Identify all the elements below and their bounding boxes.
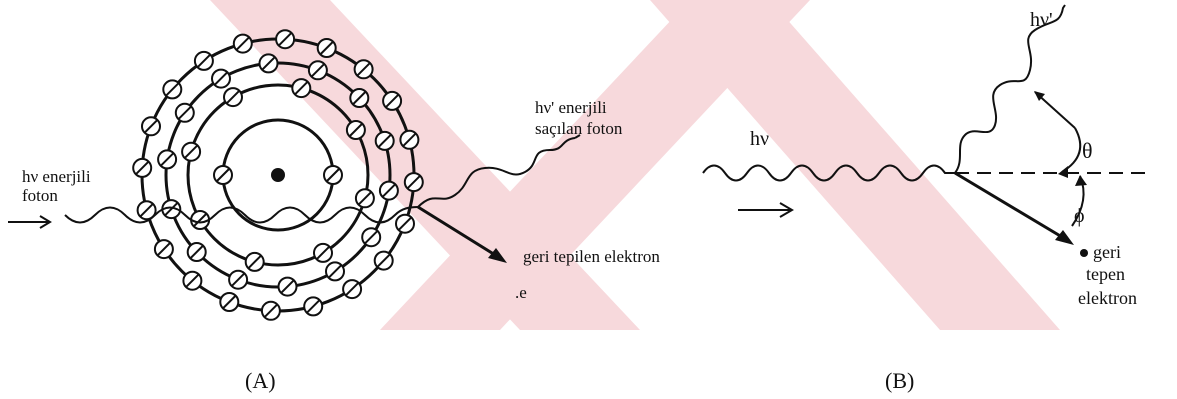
orbit-electron-stroke [157, 242, 171, 256]
orbit-electron-stroke [236, 36, 250, 51]
orbit-electron-stroke [385, 94, 399, 108]
orbit-electron-stroke [193, 213, 207, 227]
orbit-electron-stroke [311, 63, 325, 78]
orbit-electron-stroke [352, 91, 367, 105]
orbit-electron-stroke [164, 202, 179, 216]
orbit-electron-stroke [280, 279, 295, 294]
theta-arc-leader [1034, 91, 1076, 129]
orbit-electrons [132, 29, 424, 321]
orbit-electron-stroke [402, 133, 417, 147]
scattered-photon-wave-a [417, 137, 576, 208]
incoming-photon-label-b: hν [750, 128, 769, 150]
incoming-arrow-b-head [779, 202, 794, 218]
orbit-electron-stroke [222, 295, 237, 309]
orbit-electron-stroke [184, 144, 198, 159]
orbit-electron-stroke [358, 191, 372, 206]
orbit-electron-stroke [345, 282, 359, 296]
orbit-electron-stroke [216, 168, 230, 182]
orbit-electron-stroke [185, 273, 200, 288]
scattered-photon-label-b: hν' [1030, 9, 1053, 31]
orbit-electron-stroke [398, 216, 412, 231]
orbit-electron-stroke [319, 41, 334, 55]
orbit-electron-stroke [165, 82, 180, 97]
recoil-electron-label-b-3: elektron [1078, 288, 1137, 308]
orbit-electron-stroke [328, 264, 342, 279]
phi-label: ϕ [1074, 205, 1085, 227]
caption-b: (B) [885, 368, 914, 393]
orbit-electron-stroke [261, 56, 276, 71]
orbit-electron-stroke [377, 134, 392, 148]
electron-shell-2 [186, 83, 370, 267]
panel-a [8, 29, 581, 321]
orbit-electron-stroke [356, 62, 371, 77]
recoil-electron-label-a: geri tepilen elektron [523, 247, 660, 266]
watermark [210, 0, 1060, 330]
panel-b [702, 4, 1145, 257]
theta-arc [1061, 127, 1082, 173]
orbit-electron-stroke [214, 71, 228, 86]
orbit-electron-stroke [376, 253, 391, 268]
orbit-electron-stroke [294, 81, 309, 95]
nucleus [271, 168, 285, 182]
recoil-electron-dot [1080, 249, 1088, 257]
scattered-photon-label-a: hν' enerjili [535, 98, 607, 117]
orbit-electron-stroke [197, 54, 211, 68]
incoming-arrow-a-head [39, 215, 52, 229]
orbit-electron-stroke [326, 168, 340, 182]
scattered-photon-wave-b [954, 4, 1066, 174]
recoil-electron-arrowhead-b [1055, 230, 1074, 245]
orbit-electron-stroke [306, 299, 320, 314]
scattered-label-leader [574, 134, 581, 139]
recoil-electron-arrowhead-a [488, 248, 507, 263]
theta-arc-leader-head [1034, 91, 1045, 101]
orbit-electron-stroke [247, 255, 262, 269]
recoil-electron-label-b-2: tepen [1086, 264, 1125, 284]
orbit-electron-stroke [189, 245, 204, 259]
orbit-electron-stroke [160, 152, 174, 167]
orbit-electron-stroke [139, 203, 154, 217]
orbit-electron-stroke [226, 90, 240, 104]
orbit-electron-stroke [278, 32, 292, 46]
orbit-electron-stroke [349, 123, 363, 137]
incoming-photon-wave-a [64, 206, 419, 224]
recoil-electron-track-a [417, 205, 501, 260]
orbit-electron-stroke [316, 246, 330, 260]
orbit-electron-stroke [407, 175, 421, 189]
orbit-electron-stroke [264, 304, 278, 318]
orbit-electron-stroke [178, 106, 192, 120]
orbit-electron-stroke [144, 119, 158, 134]
orbit-electron-stroke [382, 183, 396, 198]
scattered-photon-label-a-2: saçılan foton [535, 119, 623, 138]
phi-arc-arrowhead [1075, 175, 1087, 186]
incoming-photon-label-a-2: foton [22, 186, 58, 205]
theta-label: θ [1082, 138, 1093, 163]
caption-a: (A) [245, 368, 276, 393]
theta-arc-arrowhead [1058, 166, 1068, 178]
incoming-photon-wave-b [702, 164, 955, 182]
incoming-photon-label-a: hν enerjili [22, 167, 91, 186]
electron-symbol-a: .e [515, 283, 527, 302]
recoil-electron-track-b [954, 171, 1068, 242]
orbit-electron-stroke [135, 161, 149, 175]
orbit-electron-stroke [231, 272, 245, 287]
recoil-electron-label-b-1: geri [1093, 242, 1121, 262]
orbit-electron-stroke [364, 230, 378, 244]
